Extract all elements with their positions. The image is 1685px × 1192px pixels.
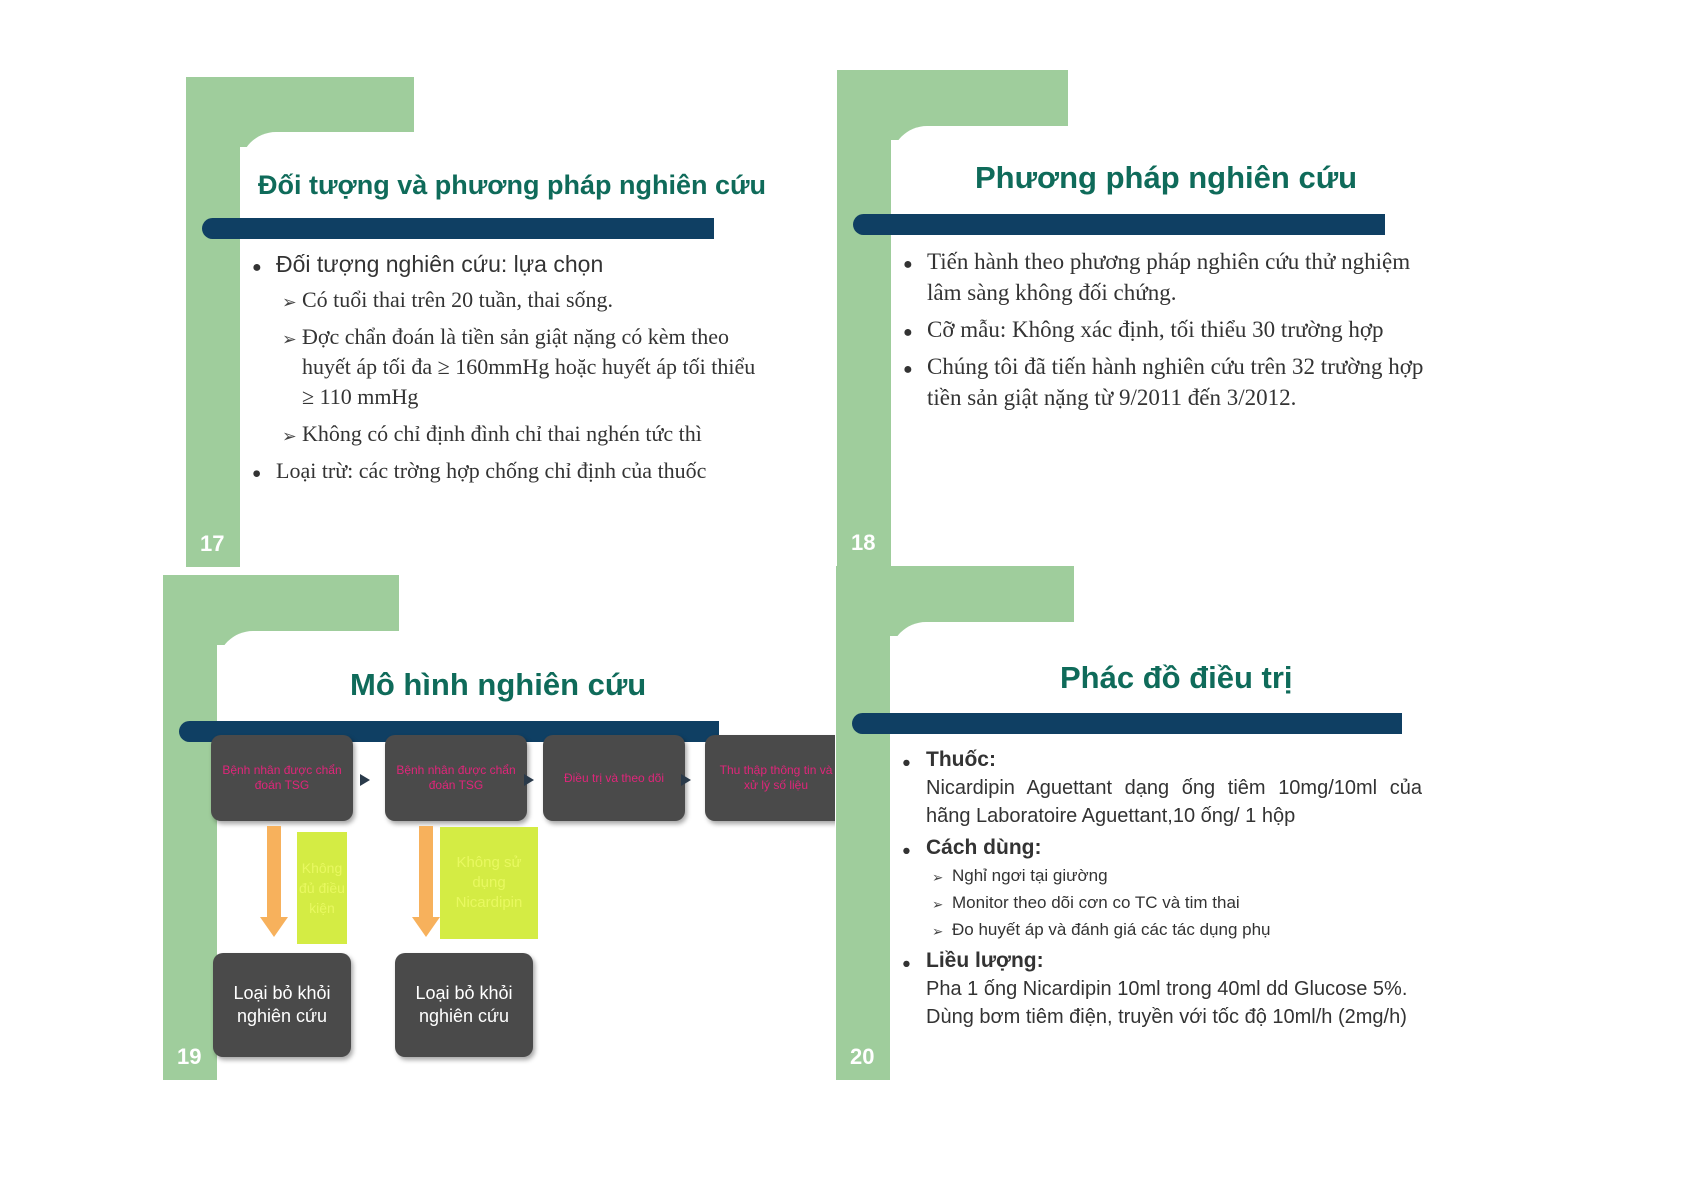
list-item: Cỡ mẫu: Không xác định, tối thiểu 30 trư… <box>903 314 1443 348</box>
flow-box-3: Điều trị và theo dõi <box>543 735 685 821</box>
section-heading: Thuốc: <box>902 746 1422 777</box>
slide-number: 17 <box>200 531 225 556</box>
bullet-list: Tiến hành theo phương pháp nghiên cứu th… <box>903 246 1443 413</box>
section-heading: Cách dùng: <box>902 834 1422 865</box>
arrow-down-head <box>260 917 288 937</box>
exclude-box-2: Loại bỏ khỏi nghiên cứu <box>395 953 533 1057</box>
flow-box-2: Bệnh nhân được chẩn đoán TSG <box>385 735 527 821</box>
arrow-right-icon <box>681 774 691 786</box>
section-heading: Liều lượng: <box>902 947 1422 978</box>
list-item: Tiến hành theo phương pháp nghiên cứu th… <box>903 246 1443 308</box>
section-text: Pha 1 ống Nicardipin 10ml trong 40ml dd … <box>926 978 1408 1028</box>
slide-title: Phác đồ điều trị <box>1060 660 1293 695</box>
slide-title: Mô hình nghiên cứu <box>350 667 647 702</box>
slide-number: 18 <box>851 530 876 555</box>
arrow-right-icon <box>524 774 534 786</box>
list-item: Monitor theo dõi cơn co TC và tim thai <box>932 889 1422 918</box>
slide-17: Đối tượng và phương pháp nghiên cứu Đối … <box>186 77 826 567</box>
list-item: Chúng tôi đã tiến hành nghiên cứu trên 3… <box>903 351 1443 413</box>
exclusion-note-2: Không sử dụng Nicardipin <box>440 827 538 939</box>
list-item: Không có chỉ định đình chỉ thai nghén tứ… <box>282 419 772 451</box>
exclusion-note-1: Không đủ điều kiện <box>297 832 347 944</box>
arrow-down-icon <box>419 826 433 918</box>
list-item: Đối tượng nghiên cứu: lựa chọn <box>252 249 772 282</box>
treatment-content: Thuốc: Nicardipin Aguettant dạng ống tiê… <box>902 746 1422 1031</box>
list-item: Có tuổi thai trên 20 tuần, thai sống. <box>282 285 772 317</box>
section-text: Nicardipin Aguettant dạng ống tiêm 10mg/… <box>926 777 1422 827</box>
slide-20: Phác đồ điều trị Thuốc: Nicardipin Aguet… <box>836 566 1476 1080</box>
usage-list: Nghỉ ngơi tại giường Monitor theo dõi cơ… <box>902 862 1422 945</box>
slide-18: Phương pháp nghiên cứu Tiến hành theo ph… <box>837 70 1477 566</box>
arrow-right-icon <box>360 774 370 786</box>
slide-number: 19 <box>177 1044 202 1069</box>
list-item: Đợc chẩn đoán là tiền sản giật nặng có k… <box>282 322 772 412</box>
arrow-down-icon <box>267 826 281 918</box>
arrow-down-head <box>412 917 440 937</box>
slide-number: 20 <box>850 1044 875 1069</box>
list-item: Loại trừ: các trờng hợp chống chỉ định c… <box>252 456 772 489</box>
flow-box-1: Bệnh nhân được chẩn đoán TSG <box>211 735 353 821</box>
slide-title: Phương pháp nghiên cứu <box>975 160 1358 195</box>
bullet-list: Đối tượng nghiên cứu: lựa chọn Có tuổi t… <box>252 249 772 489</box>
slide-title: Đối tượng và phương pháp nghiên cứu <box>258 170 767 200</box>
flow-box-4: Thu thập thông tin và xử lý số liệu <box>705 735 835 821</box>
list-item: Nghỉ ngơi tại giường <box>932 862 1422 891</box>
slide-19: Mô hình nghiên cứu Bệnh nhân được chẩn đ… <box>163 575 835 1080</box>
list-item: Đo huyết áp và đánh giá các tác dụng phụ <box>932 916 1422 945</box>
exclude-box-1: Loại bỏ khỏi nghiên cứu <box>213 953 351 1057</box>
